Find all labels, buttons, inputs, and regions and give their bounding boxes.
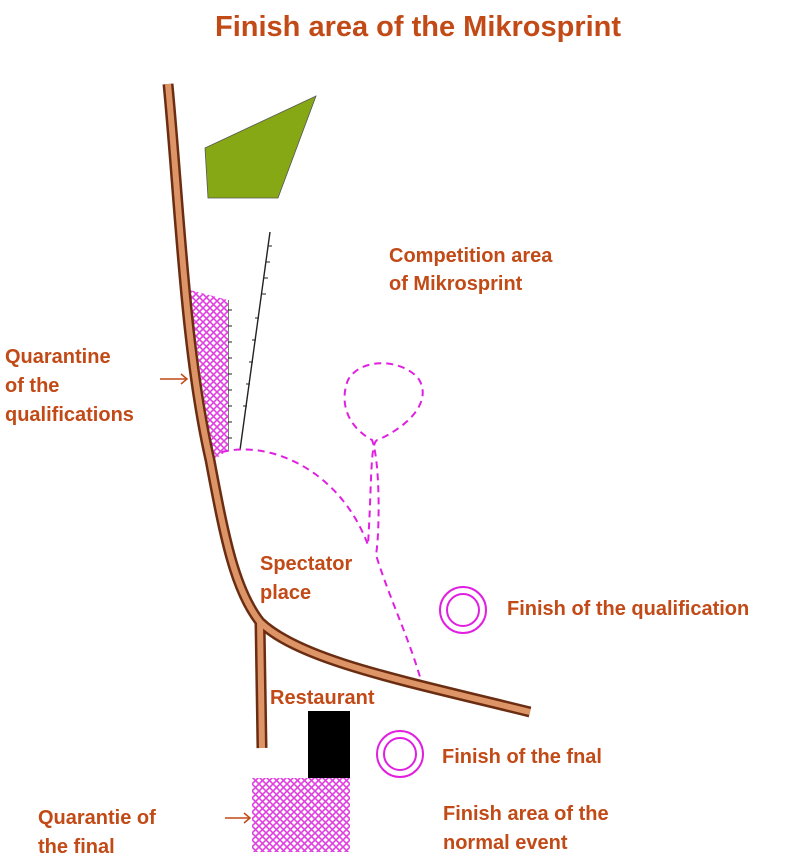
label-quarantie-final-line1: Quarantie of [38,807,156,829]
label-finish-normal-line2: normal event [443,832,568,854]
quarantine-qualifications-area [190,290,228,460]
arrow-right-icon [225,812,252,824]
road-network [162,83,532,749]
boundary-line [239,231,271,451]
label-spectator-line2: place [260,582,312,604]
label-finish-qualification: Finish of the qualification [507,598,750,620]
page-title: Finish area of the Mikrosprint [215,11,622,43]
vegetation-area [204,95,317,199]
quarantine-final-area [252,778,350,852]
label-finish-normal-line1: Finish area of the [443,803,609,825]
restaurant-building [308,711,350,778]
label-restaurant: Restaurant [270,687,375,709]
dashed-route [221,362,424,685]
label-finish-final: Finish of the fnal [442,746,602,768]
label-quarantie-final-line2: the final [38,836,115,858]
double-circle-icon [439,586,487,634]
label-quarantine-qual-line3: qualifications [5,404,134,426]
arrow-right-icon [160,373,189,385]
label-competition-area-line1: Competition area [389,245,553,267]
label-quarantine-qual-line1: Quarantine [5,346,111,368]
label-spectator-line1: Spectator [260,553,353,575]
boundary-ticks [228,245,272,439]
label-competition-area-line2: of Mikrosprint [389,273,523,295]
label-quarantine-qual-line2: of the [5,375,60,397]
double-circle-icon [376,730,424,778]
